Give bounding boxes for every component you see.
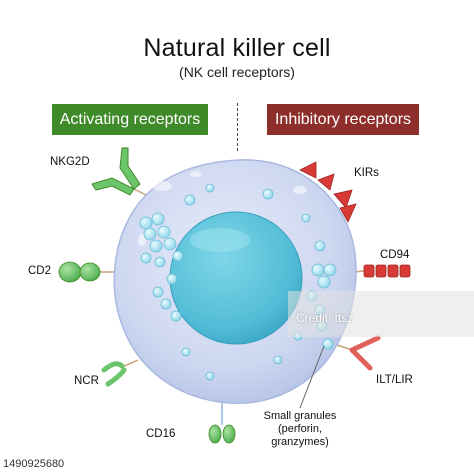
watermark-credit: Credit: ttsz bbox=[296, 311, 354, 325]
nkg2d-receptor bbox=[91, 147, 141, 196]
ilt-lir-receptor bbox=[349, 335, 381, 371]
cd2-receptor bbox=[58, 261, 101, 283]
kirs-receptor bbox=[299, 161, 357, 223]
nkg2d-label: NKG2D bbox=[50, 156, 90, 168]
activating-receptors-header: Activating receptors bbox=[52, 104, 208, 135]
diagram-subtitle: (NK cell receptors) bbox=[179, 64, 295, 80]
inhibitory-receptors-header: Inhibitory receptors bbox=[267, 104, 419, 135]
granules-pointer bbox=[299, 345, 325, 409]
granules-label: Small granules (perforin, granzymes) bbox=[252, 410, 348, 449]
footer-bar bbox=[0, 454, 474, 474]
granules-label-line1: Small granules bbox=[263, 410, 337, 422]
stock-id: 1490925680 bbox=[3, 458, 65, 470]
watermark-panel bbox=[288, 291, 474, 337]
cd2-label: CD2 bbox=[28, 265, 52, 277]
divider-line bbox=[237, 103, 238, 151]
granules-label-line2: (perforin, bbox=[277, 423, 323, 435]
cd94-receptor bbox=[363, 264, 411, 278]
cytoplasm-texture bbox=[138, 171, 307, 246]
nucleus-highlight bbox=[190, 228, 250, 252]
granules-label-line3: granzymes) bbox=[271, 436, 329, 448]
ilt-stem bbox=[336, 344, 353, 351]
kirs-label: KIRs bbox=[354, 167, 379, 179]
ncr-label: NCR bbox=[74, 375, 99, 387]
cd94-label: CD94 bbox=[380, 249, 410, 261]
ilt-lir-label: ILT/LIR bbox=[376, 374, 413, 386]
cd16-label: CD16 bbox=[146, 428, 176, 440]
cd16-receptor bbox=[208, 424, 236, 444]
diagram-title: Natural killer cell bbox=[143, 34, 331, 62]
ncr-receptor bbox=[101, 361, 127, 387]
